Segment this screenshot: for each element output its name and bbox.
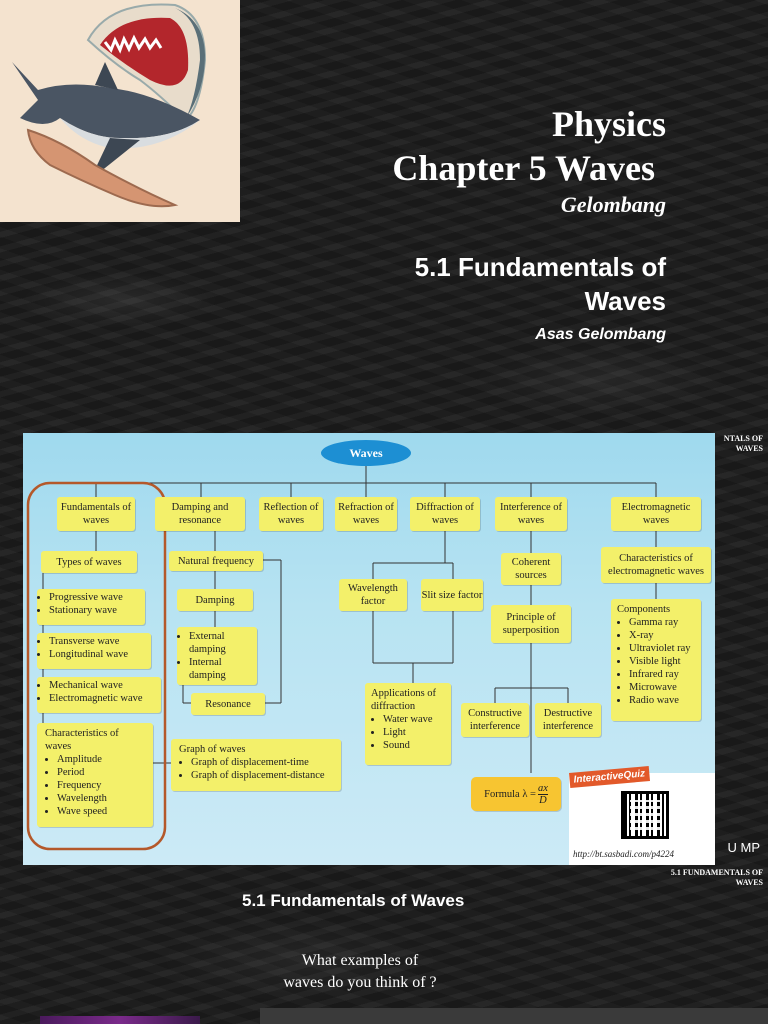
question-text: What examples of waves do you think of ? xyxy=(240,950,480,994)
list-item: Microwave xyxy=(629,681,701,694)
node-constructive-interference: Constructive interference xyxy=(461,703,529,737)
formula-numerator: ax xyxy=(537,782,548,795)
list-item: Water wave xyxy=(383,713,451,726)
node-fundamentals: Fundamentals of waves xyxy=(57,497,135,531)
question-line1: What examples of xyxy=(301,952,419,969)
node-destructive-interference: Destructive interference xyxy=(535,703,601,737)
list-item: Progressive wave xyxy=(49,591,145,604)
shark-drawing xyxy=(12,3,207,208)
shark-illustration xyxy=(0,0,240,222)
list-item: Infrared ray xyxy=(629,668,701,681)
list-item: Frequency xyxy=(57,779,153,792)
side-label-3: 5.1 FUNDAMENTALS OF WAVES xyxy=(671,868,763,888)
list-item: Mechanical wave xyxy=(49,679,161,692)
node-progressive-stationary: Progressive wave Stationary wave xyxy=(37,589,145,625)
side-label-3-line2: WAVES xyxy=(735,878,763,887)
list-item: Transverse wave xyxy=(49,635,151,648)
formula-denominator: D xyxy=(539,794,547,806)
list-item: Graph of displacement-distance xyxy=(191,769,341,782)
section-subtitle: Asas Gelombang xyxy=(535,326,666,343)
side-label-1-line1: NTALS OF xyxy=(723,434,763,443)
node-coherent-sources: Coherent sources xyxy=(501,553,561,585)
list-item: Visible light xyxy=(629,655,701,668)
node-transverse-longitudinal: Transverse wave Longitudinal wave xyxy=(37,633,151,669)
node-natural-frequency: Natural frequency xyxy=(169,551,263,571)
list-item: Longitudinal wave xyxy=(49,648,151,661)
node-em-characteristics: Characteristics of electromagnetic waves xyxy=(601,547,711,583)
components-title: Components xyxy=(617,604,671,615)
list-item: Period xyxy=(57,766,153,779)
node-damping-types: External damping Internal damping xyxy=(177,627,257,685)
node-mechanical-electromagnetic: Mechanical wave Electromagnetic wave xyxy=(37,677,161,713)
node-applications-diffraction: Applications of diffraction Water wave L… xyxy=(365,683,451,765)
applications-title: Applications of diffraction xyxy=(371,688,437,712)
formula-box: Formula λ = ax D xyxy=(471,777,561,811)
node-graph-of-waves: Graph of waves Graph of displacement-tim… xyxy=(171,739,341,791)
interactive-quiz-card[interactable]: InteractiveQuiz http://bt.sasbadi.com/p4… xyxy=(569,766,715,865)
root-node-waves: Waves xyxy=(321,440,411,466)
node-interference: Interference of waves xyxy=(495,497,567,531)
side-label-2: U MP xyxy=(727,840,761,855)
list-item: External damping xyxy=(189,630,257,656)
node-resonance: Resonance xyxy=(191,693,265,715)
node-damping: Damping xyxy=(177,589,253,611)
node-types-of-waves: Types of waves xyxy=(41,551,137,573)
node-characteristics: Characteristics of waves Amplitude Perio… xyxy=(37,723,153,827)
slide2-title: 5.1 Fundamentals of Waves xyxy=(242,891,465,910)
next-image-preview xyxy=(40,1016,200,1024)
next-slide-preview xyxy=(260,1008,768,1024)
side-label-1: NTALS OF WAVES xyxy=(724,434,763,454)
node-slit-size-factor: Slit size factor xyxy=(421,579,483,611)
formula-fraction: ax D xyxy=(537,782,548,806)
node-refraction: Refraction of waves xyxy=(335,497,397,531)
side-label-1-line2: WAVES xyxy=(735,444,763,453)
list-item: Internal damping xyxy=(189,656,257,682)
page-title: Physics xyxy=(551,104,666,144)
list-item: Graph of displacement-time xyxy=(191,756,341,769)
quiz-url[interactable]: http://bt.sasbadi.com/p4224 xyxy=(573,849,674,859)
chapter-title: Chapter 5 Waves xyxy=(392,148,655,188)
graph-title: Graph of waves xyxy=(179,744,246,755)
node-diffraction: Diffraction of waves xyxy=(410,497,480,531)
waves-concept-map: Waves Fundamentals of waves Damping and … xyxy=(23,433,715,865)
section-title: 5.1 Fundamentals of Waves xyxy=(414,252,666,316)
fundamentals-highlight-frame xyxy=(26,481,167,851)
list-item: Electromagnetic wave xyxy=(49,692,161,705)
chapter-subtitle: Gelombang xyxy=(560,192,666,217)
qr-code-icon xyxy=(621,791,669,839)
node-reflection: Reflection of waves xyxy=(259,497,323,531)
side-label-3-line1: 5.1 FUNDAMENTALS OF xyxy=(670,868,763,877)
list-item: Light xyxy=(383,726,451,739)
list-item: X-ray xyxy=(629,629,701,642)
formula-label: Formula λ = xyxy=(484,788,536,800)
node-electromagnetic: Electromagnetic waves xyxy=(611,497,701,531)
list-item: Ultraviolet ray xyxy=(629,642,701,655)
list-item: Amplitude xyxy=(57,753,153,766)
node-principle-superposition: Principle of superposition xyxy=(491,605,571,643)
node-wavelength-factor: Wavelength factor xyxy=(339,579,407,611)
list-item: Stationary wave xyxy=(49,604,145,617)
characteristics-title: Characteristics of waves xyxy=(45,728,119,752)
question-line2: waves do you think of ? xyxy=(283,974,437,991)
node-em-components: Components Gamma ray X-ray Ultraviolet r… xyxy=(611,599,701,721)
node-damping-resonance: Damping and resonance xyxy=(155,497,245,531)
list-item: Sound xyxy=(383,739,451,752)
list-item: Radio wave xyxy=(629,694,701,707)
list-item: Wave speed xyxy=(57,805,153,818)
list-item: Gamma ray xyxy=(629,616,701,629)
list-item: Wavelength xyxy=(57,792,153,805)
